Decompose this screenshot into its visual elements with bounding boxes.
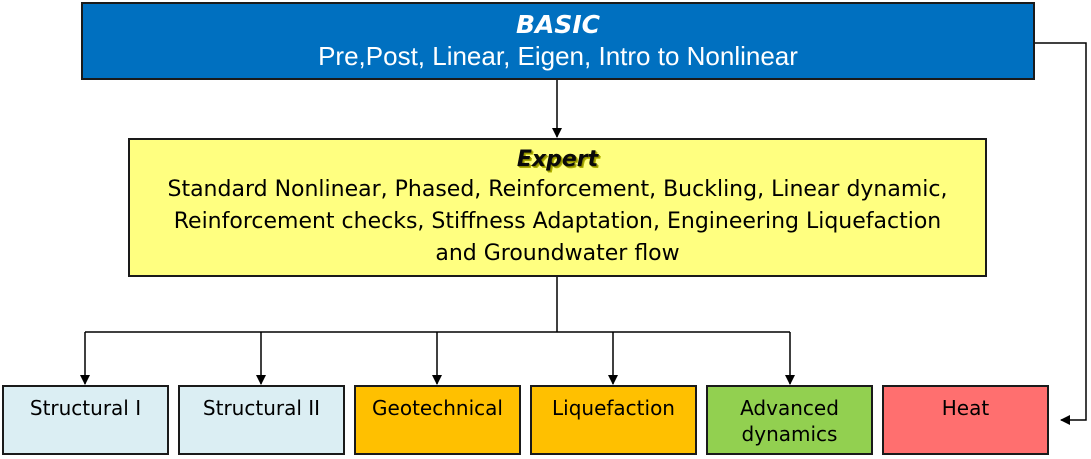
module-structural-2: Structural II [178,385,345,455]
module-heat: Heat [882,385,1049,455]
expert-topics-line-3: and Groundwater flow [435,240,680,266]
expert-topics-line-1: Standard Nonlinear, Phased, Reinforcemen… [167,176,948,202]
basic-title: BASIC [515,10,601,39]
module-liquefaction: Liquefaction [530,385,697,455]
module-label: Structural II [202,396,321,420]
basic-subtitle: Pre,Post, Linear, Eigen, Intro to Nonlin… [318,41,798,71]
module-geotechnical: Geotechnical [354,385,521,455]
expert-title: Expert [516,146,599,172]
module-label: Structural I [29,396,142,420]
basic-course-box: BASIC Pre,Post, Linear, Eigen, Intro to … [81,2,1035,80]
arrow-basic-to-heat [1035,42,1087,425]
module-structural-1: Structural I [2,385,169,455]
module-advanced-dynamics: Advanced dynamics [706,385,873,455]
module-label: Liquefaction [552,396,675,420]
module-label: Heat [941,396,990,420]
module-label: Geotechnical [372,396,503,420]
module-label: Advanced dynamics [740,396,839,446]
expert-course-box: Expert Standard Nonlinear, Phased, Reinf… [128,138,987,277]
expert-topics-line-2: Reinforcement checks, Stiffness Adaptati… [173,208,942,234]
